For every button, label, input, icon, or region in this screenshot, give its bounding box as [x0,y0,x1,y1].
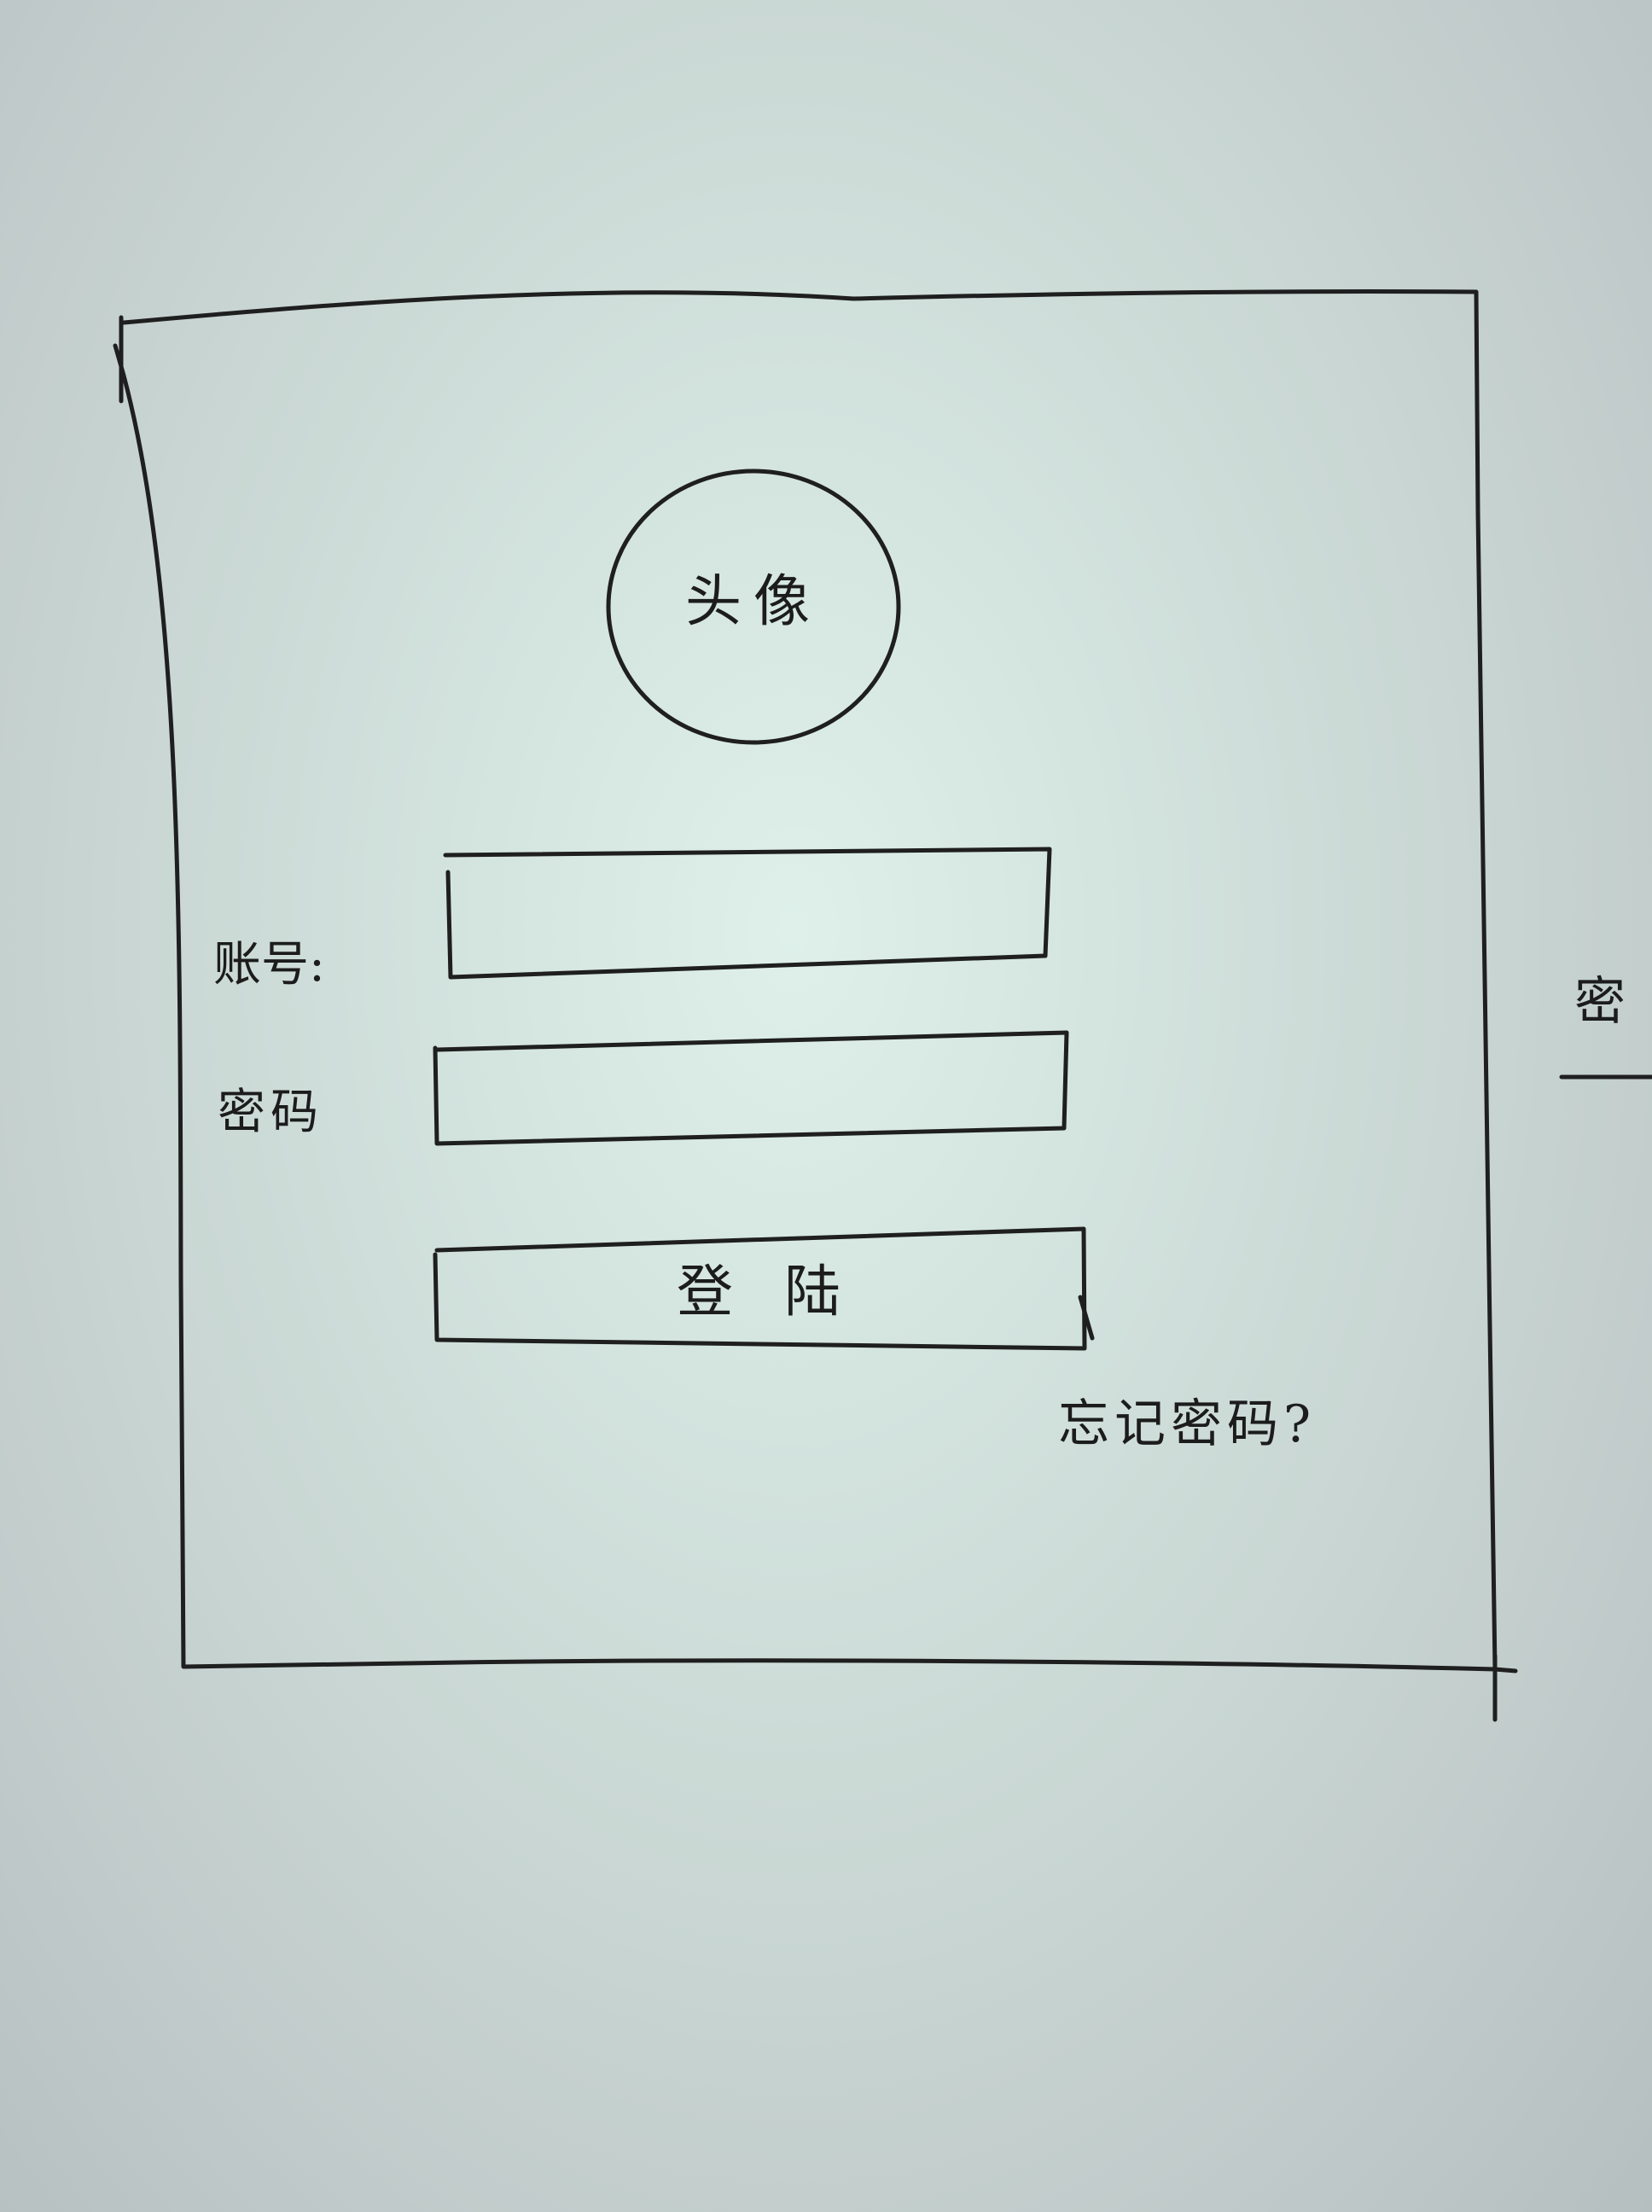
account-input[interactable] [452,855,1050,966]
margin-note: 密 [1574,972,1626,1032]
avatar-label: 头像 [685,568,822,634]
login-button[interactable]: 登陆 [437,1229,1085,1344]
password-input[interactable] [437,1039,1064,1140]
avatar: 头像 [608,471,899,742]
forgot-password-link[interactable]: 忘记密码? [1058,1394,1317,1454]
account-label: 账号: [213,937,325,992]
password-label: 密码 [218,1085,323,1140]
